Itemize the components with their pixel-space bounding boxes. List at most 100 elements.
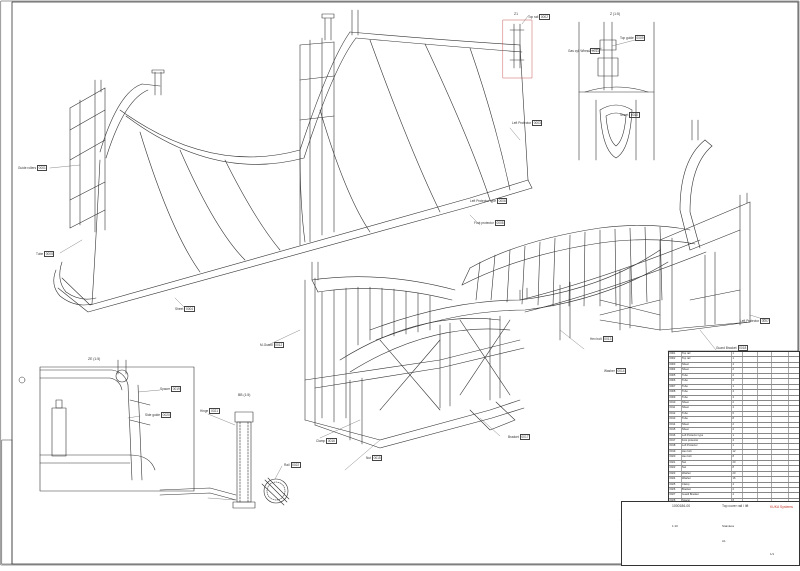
bom-cell [758,411,772,417]
revision-strip [0,440,12,566]
bom-cell: Tube [682,390,732,395]
bom-cell: Guard Bracket [682,493,732,498]
bom-cell [772,373,789,379]
bom-cell: 1 [732,357,743,362]
bom-cell: 0020 [669,455,682,460]
bom-cell: 8 [732,417,743,422]
bom-cell: 0016 [669,433,682,438]
bom-cell [758,439,772,444]
bom-cell: Top rail [682,352,732,357]
bom-cell: Nut [682,460,732,466]
bom-cell [758,384,772,390]
bom-cell: Hex bolt [682,455,732,460]
bom-cell [758,373,772,379]
bom-cell [743,400,758,406]
bom-cell [743,411,758,417]
bom-cell [743,487,758,493]
bom-cell [772,422,789,428]
bom-cell: 16 [732,477,743,482]
bom-cell [772,482,789,487]
bom-cell [758,471,772,477]
bom-cell [743,417,758,422]
bom-cell: 0010 [669,400,682,406]
bom-cell [743,379,758,384]
drawing-number: 1000186-00 [672,504,691,508]
bom-cell [743,422,758,428]
bom-cell [758,352,772,357]
bom-cell: 12 [732,449,743,455]
bom-cell [743,428,758,433]
bom-cell: Bracket [682,487,732,493]
bom-cell [758,493,772,498]
bom-cell [758,444,772,449]
bom-cell: 4 [732,482,743,487]
view-label-z1: Z1 [514,12,518,16]
bom-cell: 0023 [669,471,682,477]
bom-cell [758,433,772,438]
detail-lower-left [39,359,195,492]
bom-cell [743,439,758,444]
bom-cell [743,357,758,362]
bom-cell [758,482,772,487]
bom-cell [743,449,758,455]
bom-cell [772,379,789,384]
bom-cell: Sheet [682,406,732,411]
bom-cell [758,487,772,493]
scale-value: 1:10 [672,524,678,528]
leader-lines [49,15,767,501]
bom-cell: 0017 [669,439,682,444]
bom-cell: 4 [732,395,743,400]
bom-cell [772,357,789,362]
bom-cell: 0001 [669,352,682,357]
bom-cell [772,487,789,493]
bom-cell: Tube [682,395,732,400]
bom-cell [758,368,772,373]
bom-cell: 0004 [669,368,682,373]
bom-cell [758,379,772,384]
bom-cell [772,477,789,482]
bom-cell: Nut [682,466,732,471]
bom-cell [758,417,772,422]
bom-cell: 0022 [669,466,682,471]
bom-cell: 0019 [669,449,682,455]
bom-cell [772,362,789,368]
bom-cell: 4 [732,390,743,395]
bom-cell: 2 [732,379,743,384]
bom-cell: 4 [732,493,743,498]
bom-cell: Tube [682,417,732,422]
title-block: 1000186-00 Top cover rail / lift 1:10 St… [621,501,800,566]
bom-cell: Sheet [682,422,732,428]
bom-cell [743,406,758,411]
bom-cell: 1 [732,384,743,390]
bom-cell: 0021 [669,460,682,466]
bom-cell: Tube [682,411,732,417]
bom-cell: 1 [732,433,743,438]
bom-cell: Left Protector [682,444,732,449]
bom-cell [772,400,789,406]
bom-cell [743,466,758,471]
bom-cell [758,422,772,428]
bom-cell: 2 [732,373,743,379]
